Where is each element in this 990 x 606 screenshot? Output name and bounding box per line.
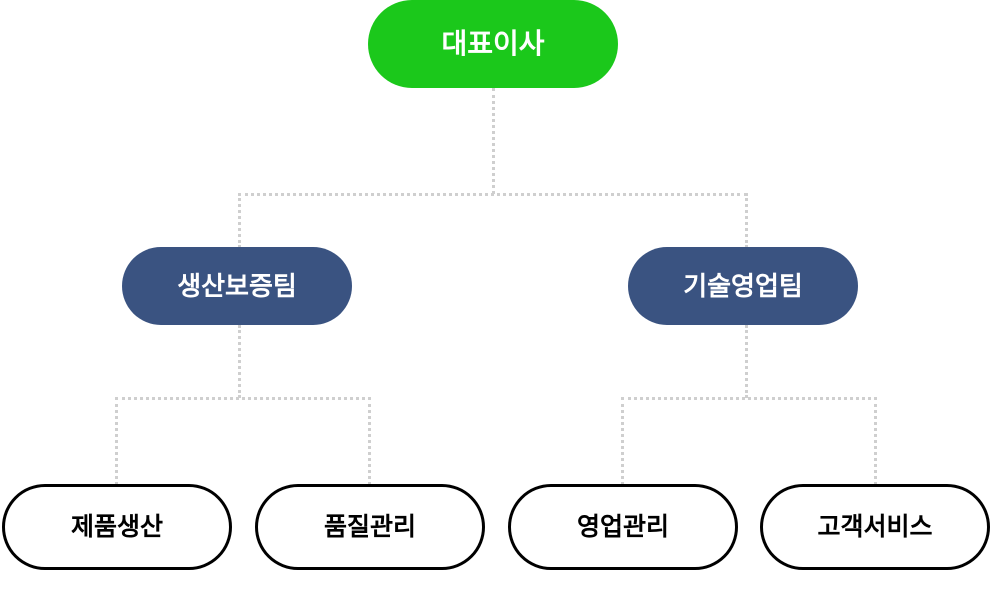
connector-to-sales-team — [745, 193, 748, 248]
connector-sales-bus — [621, 397, 877, 400]
org-node-quality-control-label: 품질관리 — [323, 512, 416, 541]
connector-to-product-manufacturing — [115, 397, 118, 485]
org-node-sales-management[interactable]: 영업관리 — [508, 484, 738, 570]
org-node-ceo[interactable]: 대표이사 — [368, 0, 618, 88]
org-node-customer-service[interactable]: 고객서비스 — [760, 484, 990, 570]
org-node-ceo-label: 대표이사 — [441, 28, 545, 59]
connector-sales-team-stem — [745, 325, 748, 398]
connector-to-sales-management — [621, 397, 624, 485]
org-node-quality-control[interactable]: 품질관리 — [255, 484, 485, 570]
org-node-product-manufacturing[interactable]: 제품생산 — [2, 484, 232, 570]
connector-production-bus — [115, 397, 371, 400]
org-node-technical-sales-team-label: 기술영업팀 — [683, 271, 803, 301]
connector-level1-bus — [238, 193, 747, 196]
connector-production-team-stem — [238, 325, 241, 398]
org-node-sales-management-label: 영업관리 — [576, 512, 669, 541]
org-node-production-assurance-team-label: 생산보증팀 — [177, 271, 297, 301]
connector-to-customer-service — [874, 397, 877, 485]
org-node-production-assurance-team[interactable]: 생산보증팀 — [122, 247, 352, 325]
org-node-technical-sales-team[interactable]: 기술영업팀 — [628, 247, 858, 325]
connector-to-quality-control — [368, 397, 371, 485]
org-node-product-manufacturing-label: 제품생산 — [70, 512, 163, 541]
org-node-customer-service-label: 고객서비스 — [817, 512, 933, 541]
connector-to-production-team — [238, 193, 241, 248]
connector-root-stem — [492, 88, 495, 194]
